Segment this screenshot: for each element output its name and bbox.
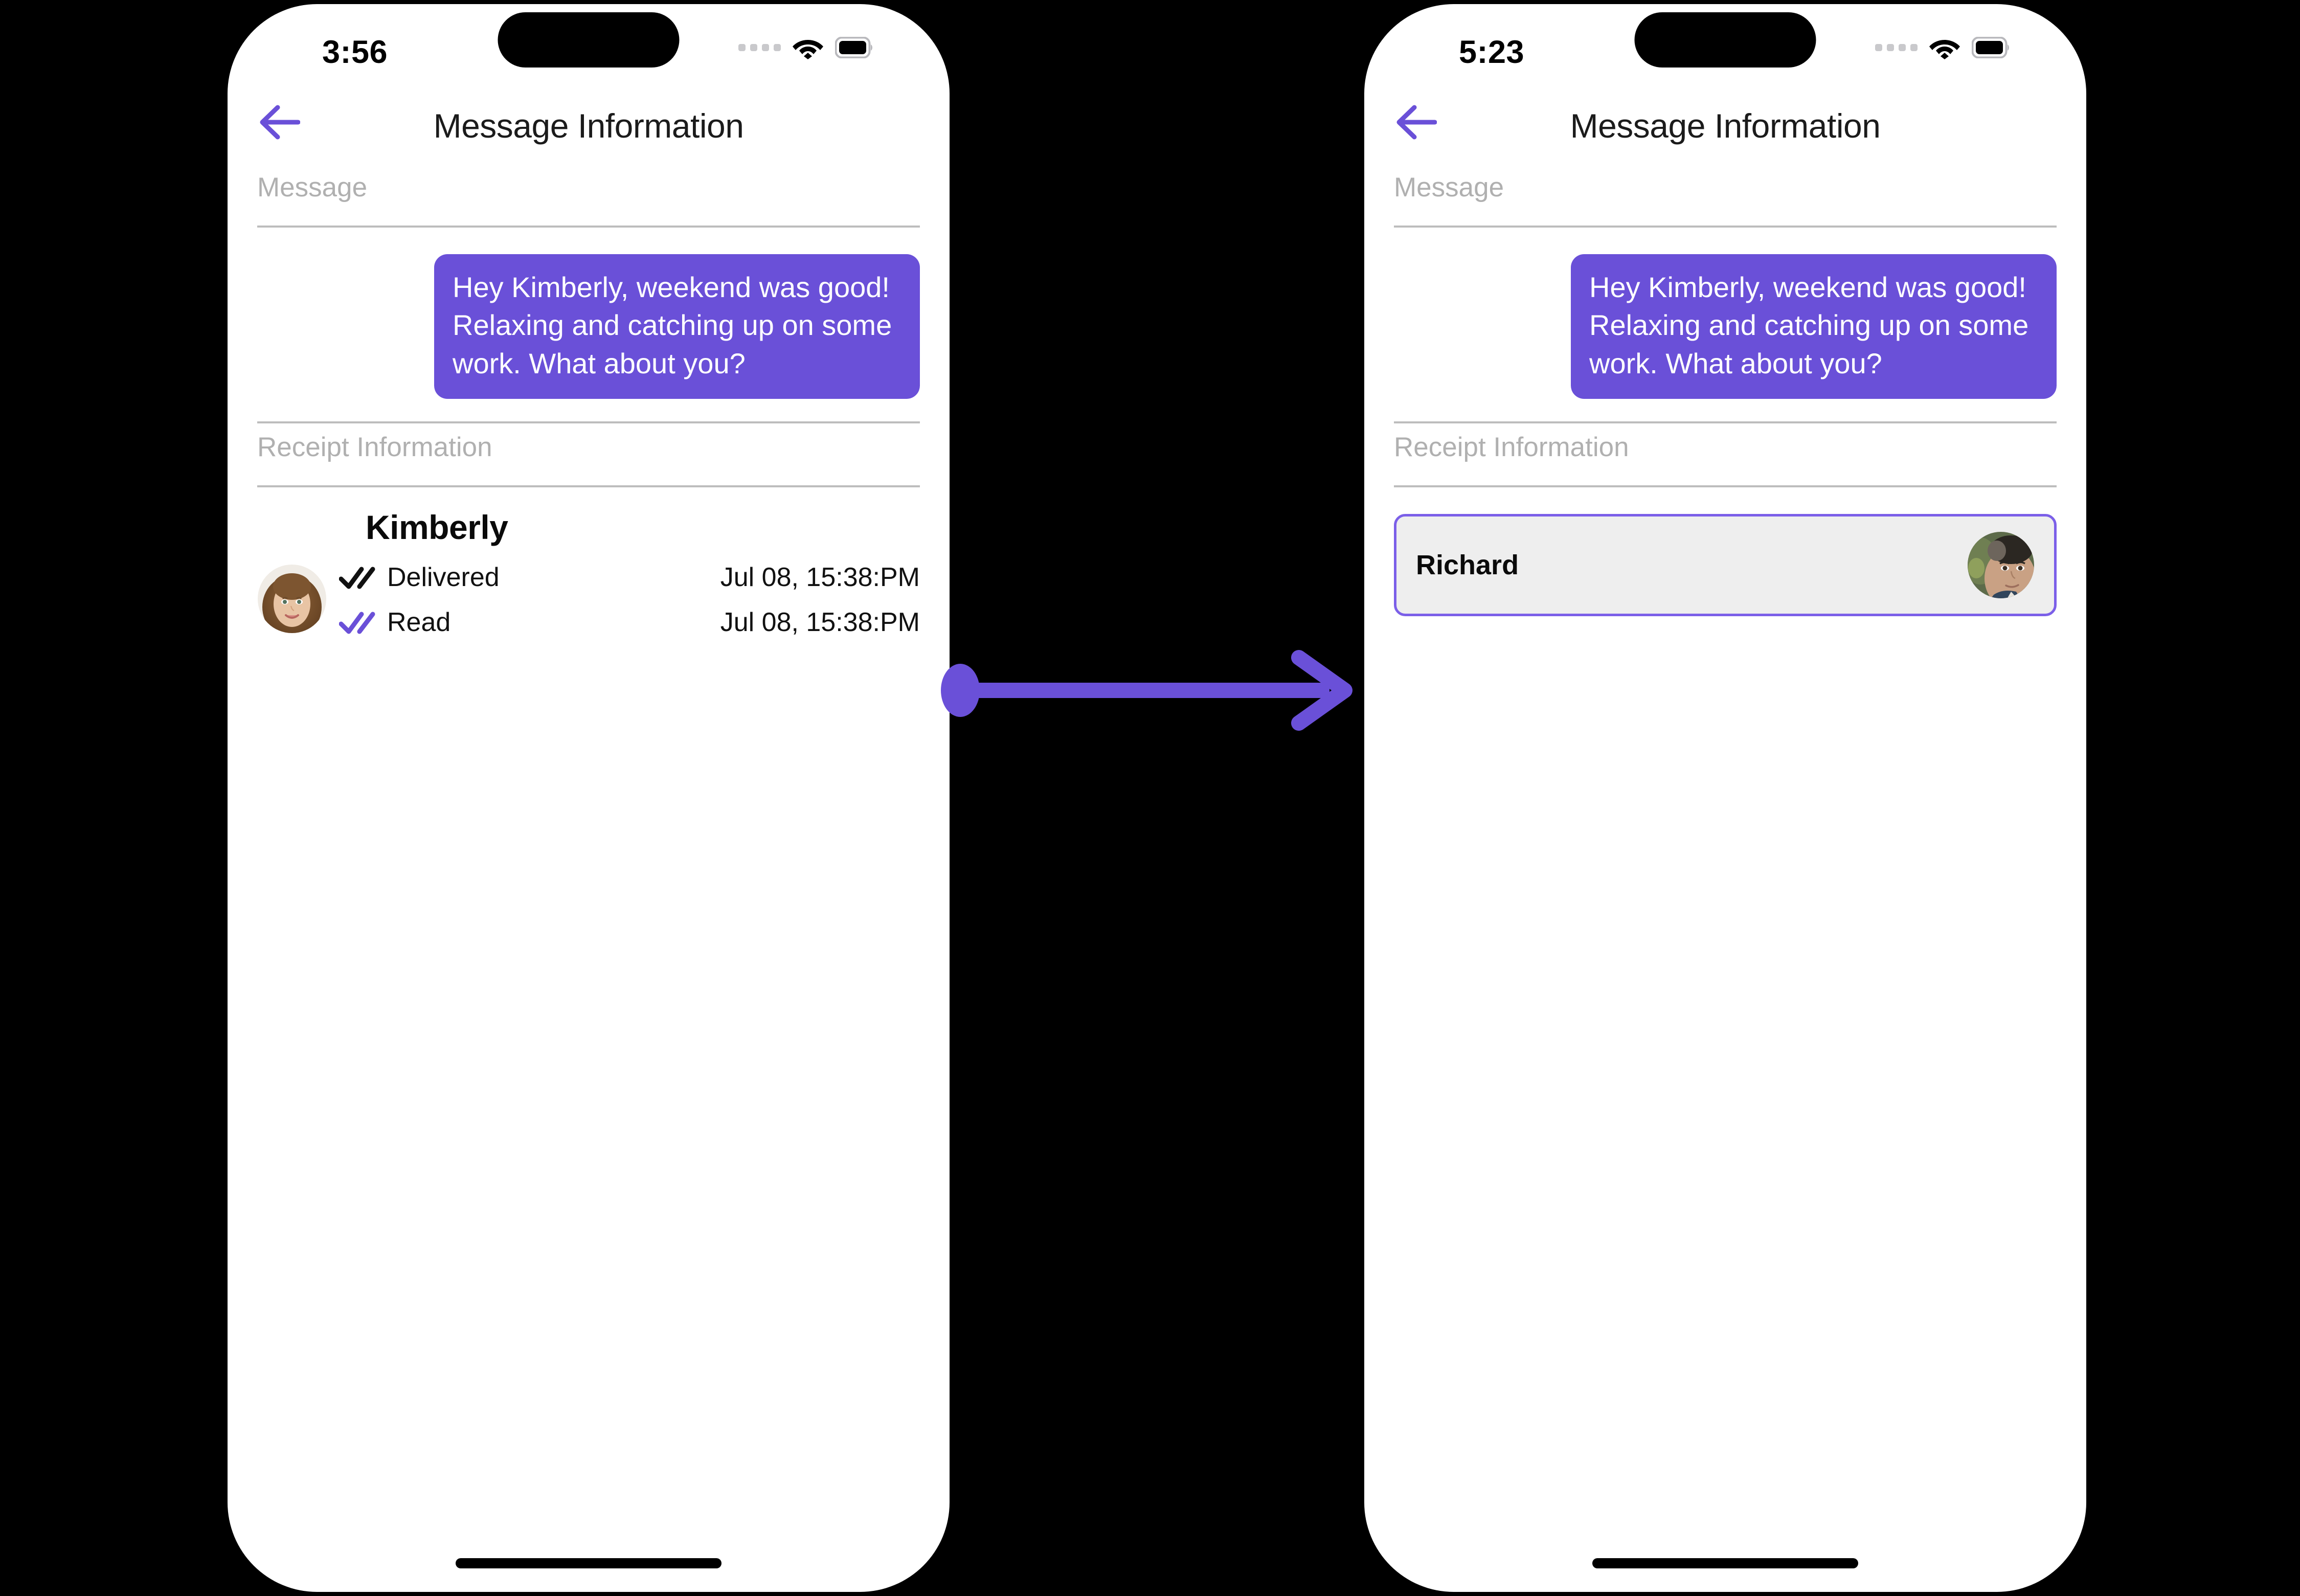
status-bar: 5:23	[1364, 4, 2086, 81]
page-title: Message Information	[433, 107, 744, 145]
status-indicators	[738, 36, 874, 59]
receipt-timestamp: Jul 08, 15:38:PM	[720, 608, 920, 638]
status-bar: 3:56	[228, 4, 950, 81]
receipt-block: Kimberly	[228, 508, 950, 645]
message-bubble-row: Hey Kimberly, weekend was good! Relaxing…	[228, 228, 950, 399]
receipt-rows: Delivered Jul 08, 15:38:PM Read Jul 08, …	[339, 555, 920, 645]
receipt-timestamp: Jul 08, 15:38:PM	[720, 563, 920, 593]
home-indicator[interactable]	[1592, 1558, 1858, 1568]
contact-card-richard[interactable]: Richard	[1394, 514, 2057, 617]
phone-screen-before: 3:56 Message Inform	[228, 4, 950, 1592]
status-indicators	[1875, 36, 2011, 59]
avatar-richard	[1967, 531, 2035, 599]
divider	[1394, 226, 2057, 228]
battery-icon	[835, 37, 872, 58]
home-indicator[interactable]	[456, 1558, 721, 1568]
message-bubble[interactable]: Hey Kimberly, weekend was good! Relaxing…	[1571, 254, 2057, 399]
section-label-receipt: Receipt Information	[257, 432, 492, 463]
status-time: 5:23	[1459, 34, 1525, 70]
phone-screen-after: 5:23 Message Inform	[1364, 4, 2086, 1592]
page-title: Message Information	[1570, 107, 1881, 145]
double-check-icon	[339, 567, 375, 589]
status-time: 3:56	[322, 34, 388, 70]
receipt-row-delivered: Delivered Jul 08, 15:38:PM	[339, 555, 920, 600]
divider	[1394, 421, 2057, 424]
divider	[257, 485, 920, 488]
divider	[257, 226, 920, 228]
signal-dots-icon	[738, 44, 781, 51]
nav-bar: Message Information	[1364, 81, 2086, 164]
flow-arrow	[941, 650, 1352, 731]
battery-icon	[1972, 37, 2009, 58]
back-arrow-icon[interactable]	[257, 103, 300, 141]
signal-dots-icon	[1875, 44, 1918, 51]
wifi-icon	[793, 40, 823, 59]
dynamic-island	[1634, 12, 1816, 68]
divider	[1394, 485, 2057, 488]
receipt-status-label: Delivered	[387, 563, 500, 593]
wifi-icon	[1929, 40, 1960, 59]
receipt-contact-name: Kimberly	[366, 508, 508, 547]
receipt-row-read: Read Jul 08, 15:38:PM	[339, 600, 920, 645]
back-arrow-icon[interactable]	[1394, 103, 1437, 141]
avatar-kimberly	[257, 564, 327, 634]
section-label-receipt: Receipt Information	[1394, 432, 1629, 463]
double-check-icon	[339, 612, 375, 634]
contact-card-name: Richard	[1416, 550, 1519, 581]
message-bubble[interactable]: Hey Kimberly, weekend was good! Relaxing…	[434, 254, 920, 399]
section-label-message: Message	[257, 172, 368, 203]
nav-bar: Message Information	[228, 81, 950, 164]
divider	[257, 421, 920, 424]
dynamic-island	[498, 12, 680, 68]
receipt-status-label: Read	[387, 608, 451, 638]
message-bubble-row: Hey Kimberly, weekend was good! Relaxing…	[1364, 228, 2086, 399]
section-label-message: Message	[1394, 172, 1504, 203]
